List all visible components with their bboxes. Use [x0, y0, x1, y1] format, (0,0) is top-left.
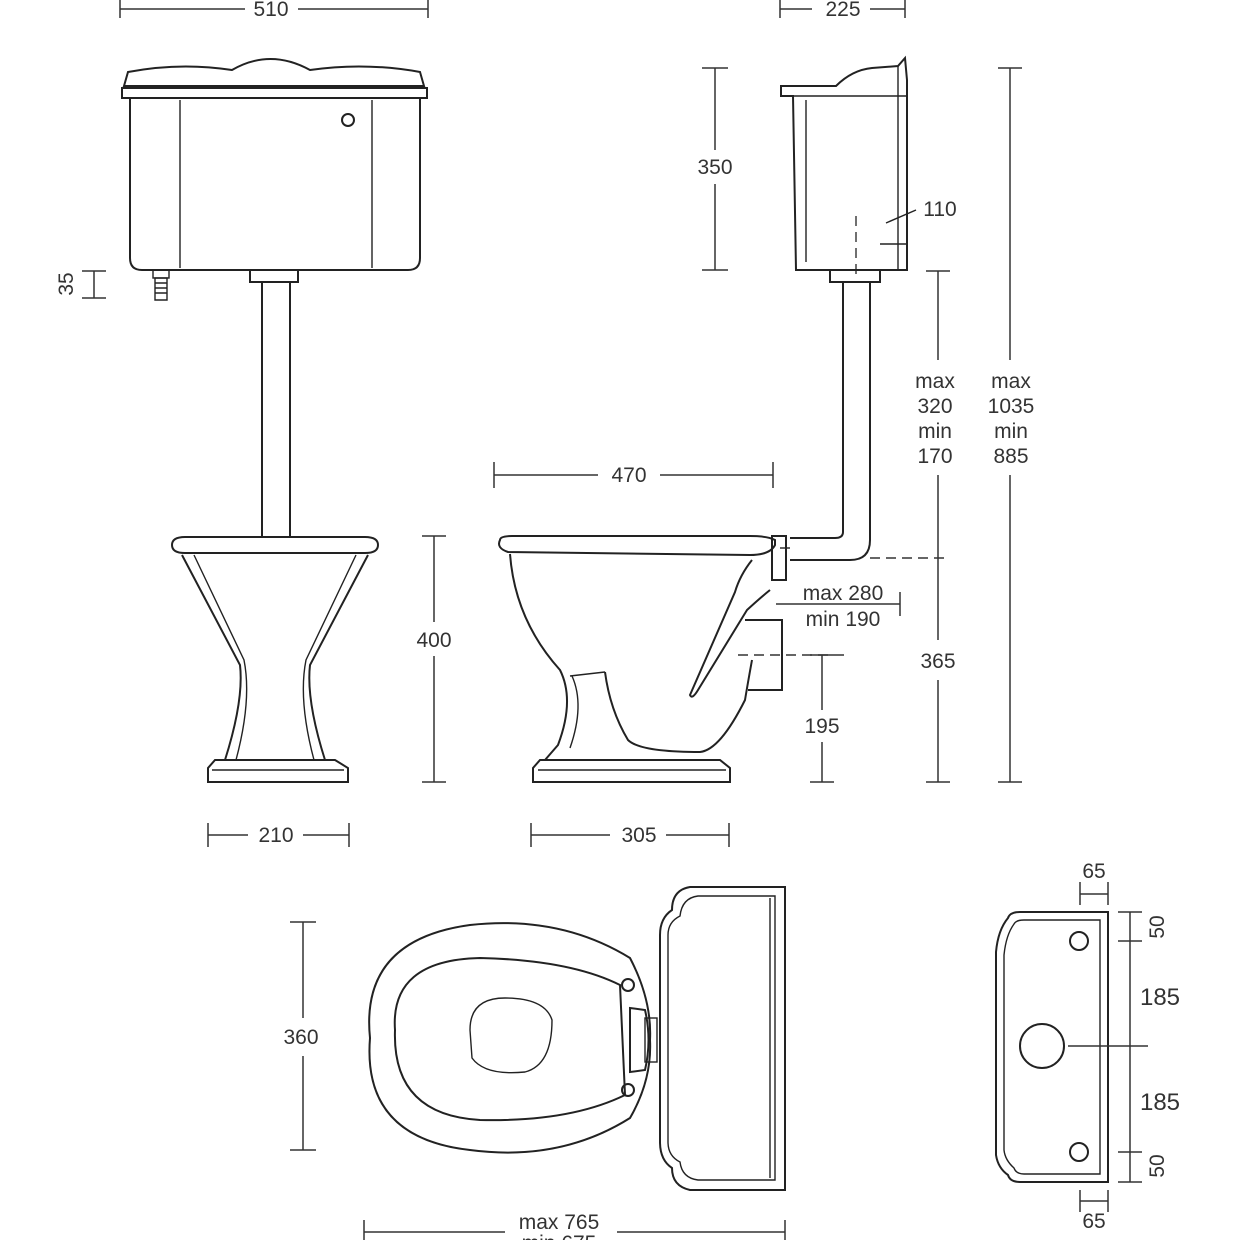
- dim-total-max-value: 1035: [988, 395, 1035, 418]
- back-hole-bottom: [1069, 1142, 1089, 1162]
- dim-back-edge-top-label: 65: [1082, 860, 1105, 883]
- dim-cistern-height: 350: [697, 67, 733, 271]
- back-outlet-hole: [1019, 1023, 1065, 1069]
- dim-hole-bottom-offset-label: 50: [1146, 1154, 1169, 1177]
- dim-total-max-label: max: [991, 370, 1031, 393]
- dim-hole-spacing: 50 185 185 50: [1118, 911, 1180, 1183]
- dim-plan-length: max 765 min 675: [363, 1210, 786, 1240]
- plan-view: 360 max 765 min 675: [283, 886, 786, 1240]
- dim-hole-top-offset-label: 50: [1146, 915, 1169, 938]
- dim-cistern-height-label: 350: [697, 156, 732, 179]
- side-view: 225 110 350: [493, 0, 1035, 847]
- front-pan: [170, 536, 380, 783]
- front-view: 510 35: [55, 0, 452, 847]
- side-cistern: 110: [780, 55, 957, 561]
- dim-total-min-value: 885: [993, 445, 1028, 468]
- dim-plan-length-min: min 675: [522, 1232, 597, 1240]
- dim-pan-height: 400: [416, 535, 452, 783]
- dim-front-width: 510: [119, 0, 429, 21]
- dim-outlet-offset-label: 110: [923, 198, 956, 221]
- dim-base-width-front-label: 210: [258, 824, 293, 847]
- plan-seat: [368, 922, 658, 1154]
- front-cistern: [121, 58, 428, 538]
- dim-plan-width: 360: [283, 921, 319, 1151]
- dim-base-depth-side-label: 305: [621, 824, 656, 847]
- dim-pipe-max-value: 320: [917, 395, 952, 418]
- dim-hole-spacing-upper-label: 185: [1140, 984, 1180, 1011]
- dim-base-depth-side: 305: [530, 823, 730, 847]
- dim-base-width-front: 210: [207, 823, 350, 847]
- dim-inlet-height: 35: [55, 270, 106, 299]
- dim-back-edge-bottom: 65: [1079, 1190, 1109, 1233]
- dim-outlet-height: 195: [804, 654, 840, 783]
- dim-flush-inlet-height-label: 365: [920, 650, 955, 673]
- dim-pan-height-label: 400: [416, 629, 451, 652]
- dim-pipe-max-label: max: [915, 370, 955, 393]
- dim-plan-width-label: 360: [283, 1026, 318, 1049]
- dim-plan-length-max: max 765: [519, 1211, 600, 1234]
- dim-back-edge-top: 65: [1079, 860, 1109, 905]
- dim-cistern-depth-label: 225: [825, 0, 860, 21]
- plan-cistern: [659, 886, 786, 1191]
- dim-inlet-height-label: 35: [55, 272, 78, 295]
- dim-outlet-projection: max 280 min 190: [776, 582, 901, 631]
- dim-cistern-depth: 225: [779, 0, 906, 21]
- dim-pan-length: 470: [493, 462, 774, 488]
- dim-back-edge-bottom-label: 65: [1082, 1210, 1105, 1233]
- dim-pipe-length: max 320 min 170 365: [915, 270, 956, 783]
- dim-front-width-label: 510: [253, 0, 288, 21]
- dim-pipe-min-label: min: [918, 420, 952, 443]
- dim-outlet-projection-max: max 280: [803, 582, 884, 605]
- dim-outlet-projection-min: min 190: [806, 608, 881, 631]
- dim-hole-spacing-lower-label: 185: [1140, 1089, 1180, 1116]
- back-hole-top: [1069, 931, 1089, 951]
- dim-total-height: max 1035 min 885: [988, 67, 1035, 783]
- dim-outlet-height-label: 195: [804, 715, 839, 738]
- dim-pan-length-label: 470: [611, 464, 646, 487]
- dim-total-min-label: min: [994, 420, 1028, 443]
- cistern-back-view: 65 65 50 185 185 50: [995, 860, 1180, 1233]
- dim-pipe-min-value: 170: [917, 445, 952, 468]
- side-pan: [498, 535, 845, 783]
